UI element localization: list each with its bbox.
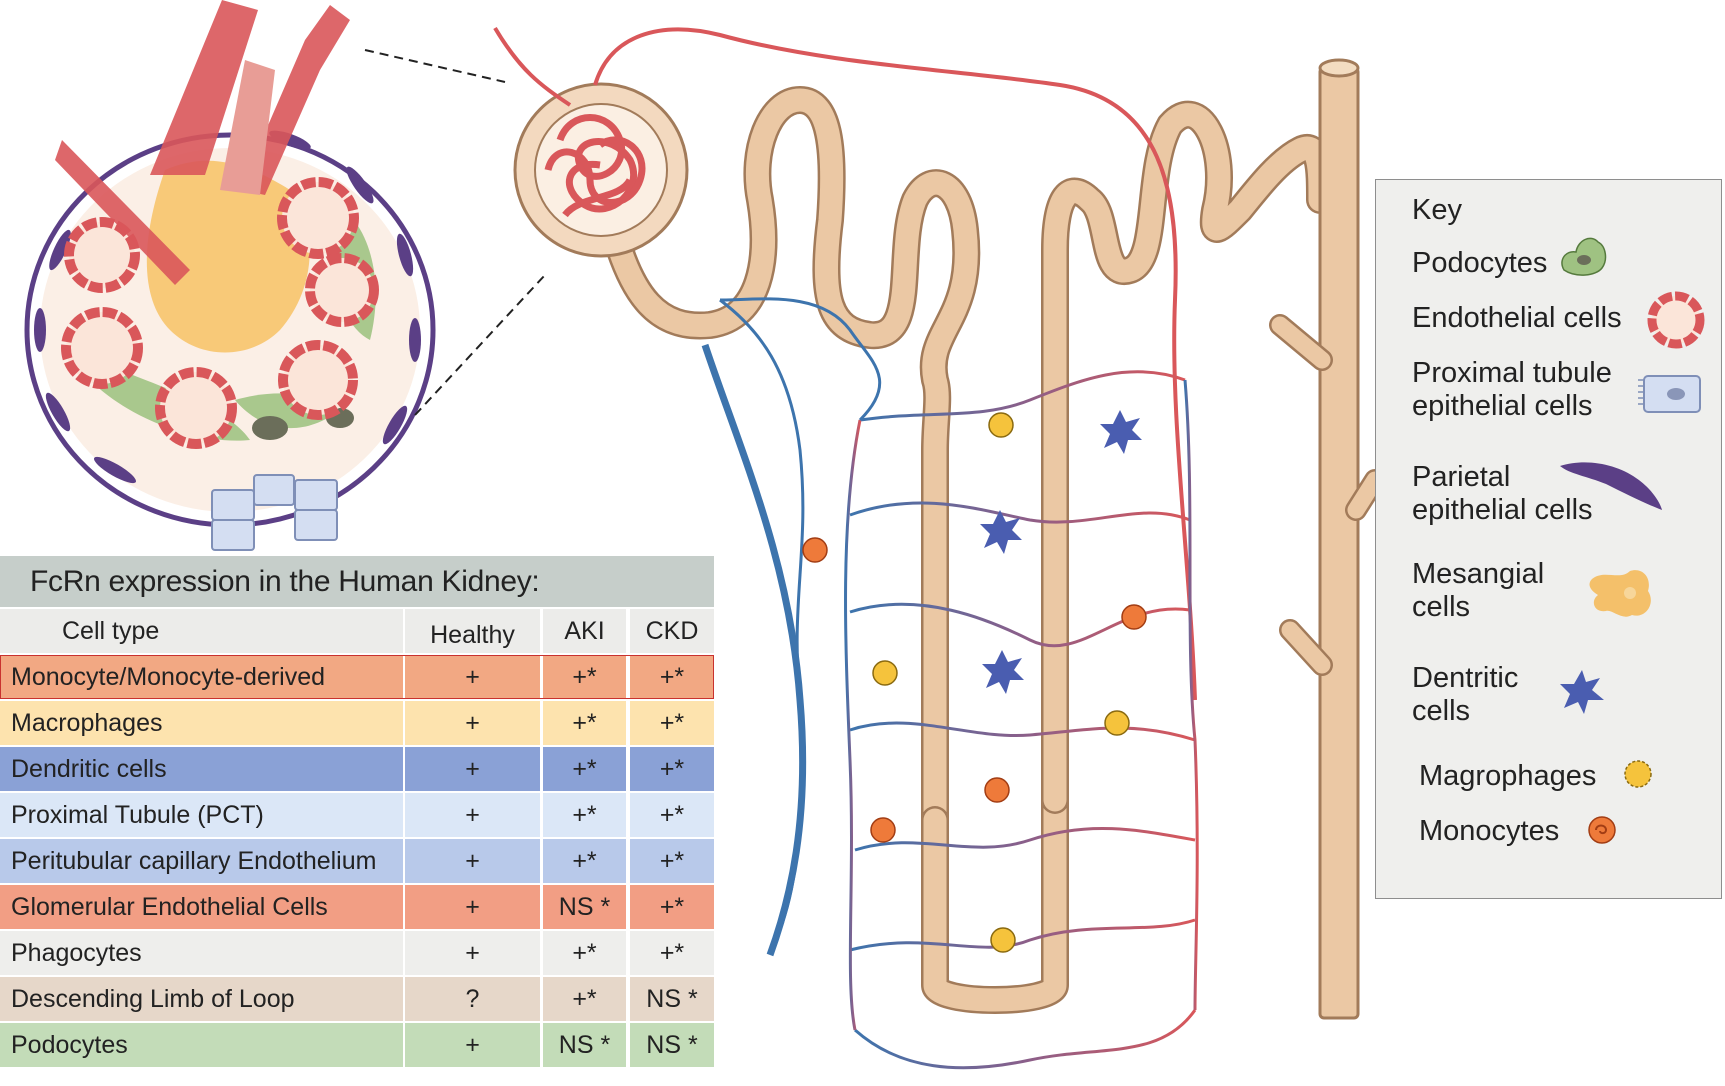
ckd-cell: +* xyxy=(630,839,714,883)
key-label-podocytes: Podocytes xyxy=(1412,247,1548,279)
glomerulus-cross-section xyxy=(24,0,436,551)
table-row: Glomerular Endothelial Cells+NS *+* xyxy=(0,885,714,929)
aki-cell: +* xyxy=(543,931,626,975)
cell-type-cell: Podocytes xyxy=(0,1023,403,1067)
healthy-cell: + xyxy=(405,747,540,791)
key-label-proximal-tubule: Proximal tubule epithelial cells xyxy=(1412,357,1612,422)
table-body: Monocyte/Monocyte-derived++*+*Macrophage… xyxy=(0,655,714,1067)
mesangial-cell-icon xyxy=(1589,570,1651,617)
cell-type-cell: Monocyte/Monocyte-derived xyxy=(0,655,403,699)
key-title: Key xyxy=(1412,194,1462,226)
ckd-cell: +* xyxy=(630,701,714,745)
peritubular-capillaries xyxy=(844,370,1199,1070)
cell-type-cell: Dendritic cells xyxy=(0,747,403,791)
healthy-cell: ? xyxy=(405,977,540,1021)
dendritic-cell-icon xyxy=(1560,670,1604,714)
healthy-cell: + xyxy=(405,839,540,883)
key-label-macrophages: Magrophages xyxy=(1419,760,1597,792)
cell-type-cell: Phagocytes xyxy=(0,931,403,975)
monocyte-icon xyxy=(1588,816,1616,844)
table-row: Macrophages++*+* xyxy=(0,701,714,745)
aki-cell: NS * xyxy=(543,1023,626,1067)
zoom-line-top xyxy=(364,49,506,83)
column-header-healthy: Healthy xyxy=(405,609,540,653)
podocyte-icon xyxy=(1561,237,1607,276)
healthy-cell: + xyxy=(405,793,540,837)
table-title: FcRn expression in the Human Kidney: xyxy=(0,556,714,607)
key-label-endothelial-cells: Endothelial cells xyxy=(1412,302,1622,334)
table-row: Peritubular capillary Endothelium++*+* xyxy=(0,839,714,883)
nephron-tubule xyxy=(596,86,1334,1014)
aki-cell: +* xyxy=(543,655,626,699)
parietal-cell-icon xyxy=(1560,462,1662,510)
proximal-tubule-cell-icon xyxy=(1638,375,1701,413)
cell-type-cell: Glomerular Endothelial Cells xyxy=(0,885,403,929)
aki-cell: +* xyxy=(543,701,626,745)
ckd-cell: NS * xyxy=(630,1023,714,1067)
key-label-dendritic-cells: Dentritic cells xyxy=(1412,662,1519,727)
key-legend-panel: Key Podocytes Endothelial cells Proximal… xyxy=(1375,179,1722,899)
cell-type-cell: Peritubular capillary Endothelium xyxy=(0,839,403,883)
cell-type-cell: Proximal Tubule (PCT) xyxy=(0,793,403,837)
key-label-parietal-cells: Parietal epithelial cells xyxy=(1412,461,1593,526)
aki-cell: +* xyxy=(543,977,626,1021)
zoom-line-bottom xyxy=(414,274,546,416)
healthy-cell: + xyxy=(405,1023,540,1067)
key-label-monocytes: Monocytes xyxy=(1419,815,1560,847)
bowman-capsule xyxy=(513,82,689,258)
column-header-cell-type: Cell type xyxy=(0,609,403,653)
ckd-cell: NS * xyxy=(630,977,714,1021)
table-row: Phagocytes++*+* xyxy=(0,931,714,975)
column-header-aki: AKI xyxy=(543,609,626,653)
ckd-cell: +* xyxy=(630,885,714,929)
ckd-cell: +* xyxy=(630,793,714,837)
ckd-cell: +* xyxy=(630,931,714,975)
cell-type-cell: Descending Limb of Loop xyxy=(0,977,403,1021)
macrophage-icon xyxy=(1624,760,1652,788)
table-row: Dendritic cells++*+* xyxy=(0,747,714,791)
fcrn-expression-table: FcRn expression in the Human Kidney: Cel… xyxy=(0,556,714,1067)
interstitial-cells xyxy=(802,410,1147,953)
aki-cell: NS * xyxy=(543,885,626,929)
healthy-cell: + xyxy=(405,655,540,699)
ckd-cell: +* xyxy=(630,655,714,699)
table-row: Descending Limb of Loop?+*NS * xyxy=(0,977,714,1021)
table-row: Monocyte/Monocyte-derived++*+* xyxy=(0,655,714,699)
healthy-cell: + xyxy=(405,701,540,745)
ckd-cell: +* xyxy=(630,747,714,791)
afferent-arteriole xyxy=(493,26,1197,701)
column-header-ckd: CKD xyxy=(630,609,714,653)
collecting-duct xyxy=(1269,58,1386,1020)
table-row: Podocytes+NS *NS * xyxy=(0,1023,714,1067)
endothelial-cell-icon xyxy=(1647,291,1705,349)
table-row: Proximal Tubule (PCT)++*+* xyxy=(0,793,714,837)
aki-cell: +* xyxy=(543,839,626,883)
cell-type-cell: Macrophages xyxy=(0,701,403,745)
aki-cell: +* xyxy=(543,747,626,791)
table-header-row: Cell type Healthy AKI CKD xyxy=(0,609,714,653)
vein xyxy=(701,297,882,957)
key-label-mesangial-cells: Mesangial cells xyxy=(1412,558,1545,623)
healthy-cell: + xyxy=(405,931,540,975)
healthy-cell: + xyxy=(405,885,540,929)
aki-cell: +* xyxy=(543,793,626,837)
